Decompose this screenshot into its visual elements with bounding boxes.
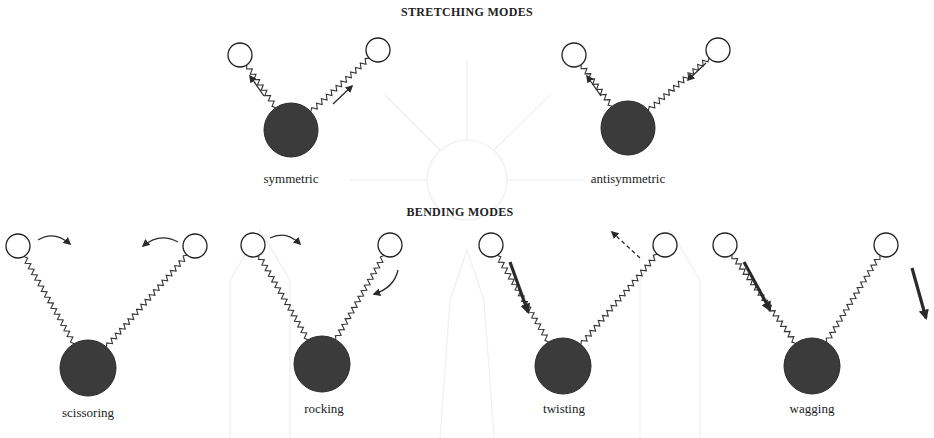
motion-arrows [38, 63, 926, 318]
mode-label: scissoring [62, 406, 114, 420]
bond-spring [648, 58, 709, 110]
bond-spring [581, 65, 612, 107]
bond-spring [24, 256, 74, 343]
central-atoms [60, 101, 840, 396]
mode-label: wagging [790, 402, 835, 416]
outer-atoms [6, 38, 898, 258]
watermark-rays [230, 60, 700, 438]
bond-spring [581, 254, 657, 344]
bond-spring [335, 255, 384, 339]
bond-spring [247, 65, 276, 108]
mode-label: rocking [304, 402, 344, 416]
bond-spring [826, 255, 880, 342]
mode-label: symmetric [264, 172, 319, 186]
mode-label: antisymmetric [591, 172, 665, 186]
section-heading: BENDING MODES [407, 206, 514, 219]
bond-spring [259, 255, 308, 339]
bond-spring [497, 255, 549, 342]
mode-label: twisting [543, 402, 585, 416]
bond-spring [732, 255, 796, 344]
bond-spring [311, 58, 369, 112]
section-heading: STRETCHING MODES [401, 6, 533, 19]
bond-springs [24, 58, 880, 347]
bond-spring [106, 255, 187, 347]
